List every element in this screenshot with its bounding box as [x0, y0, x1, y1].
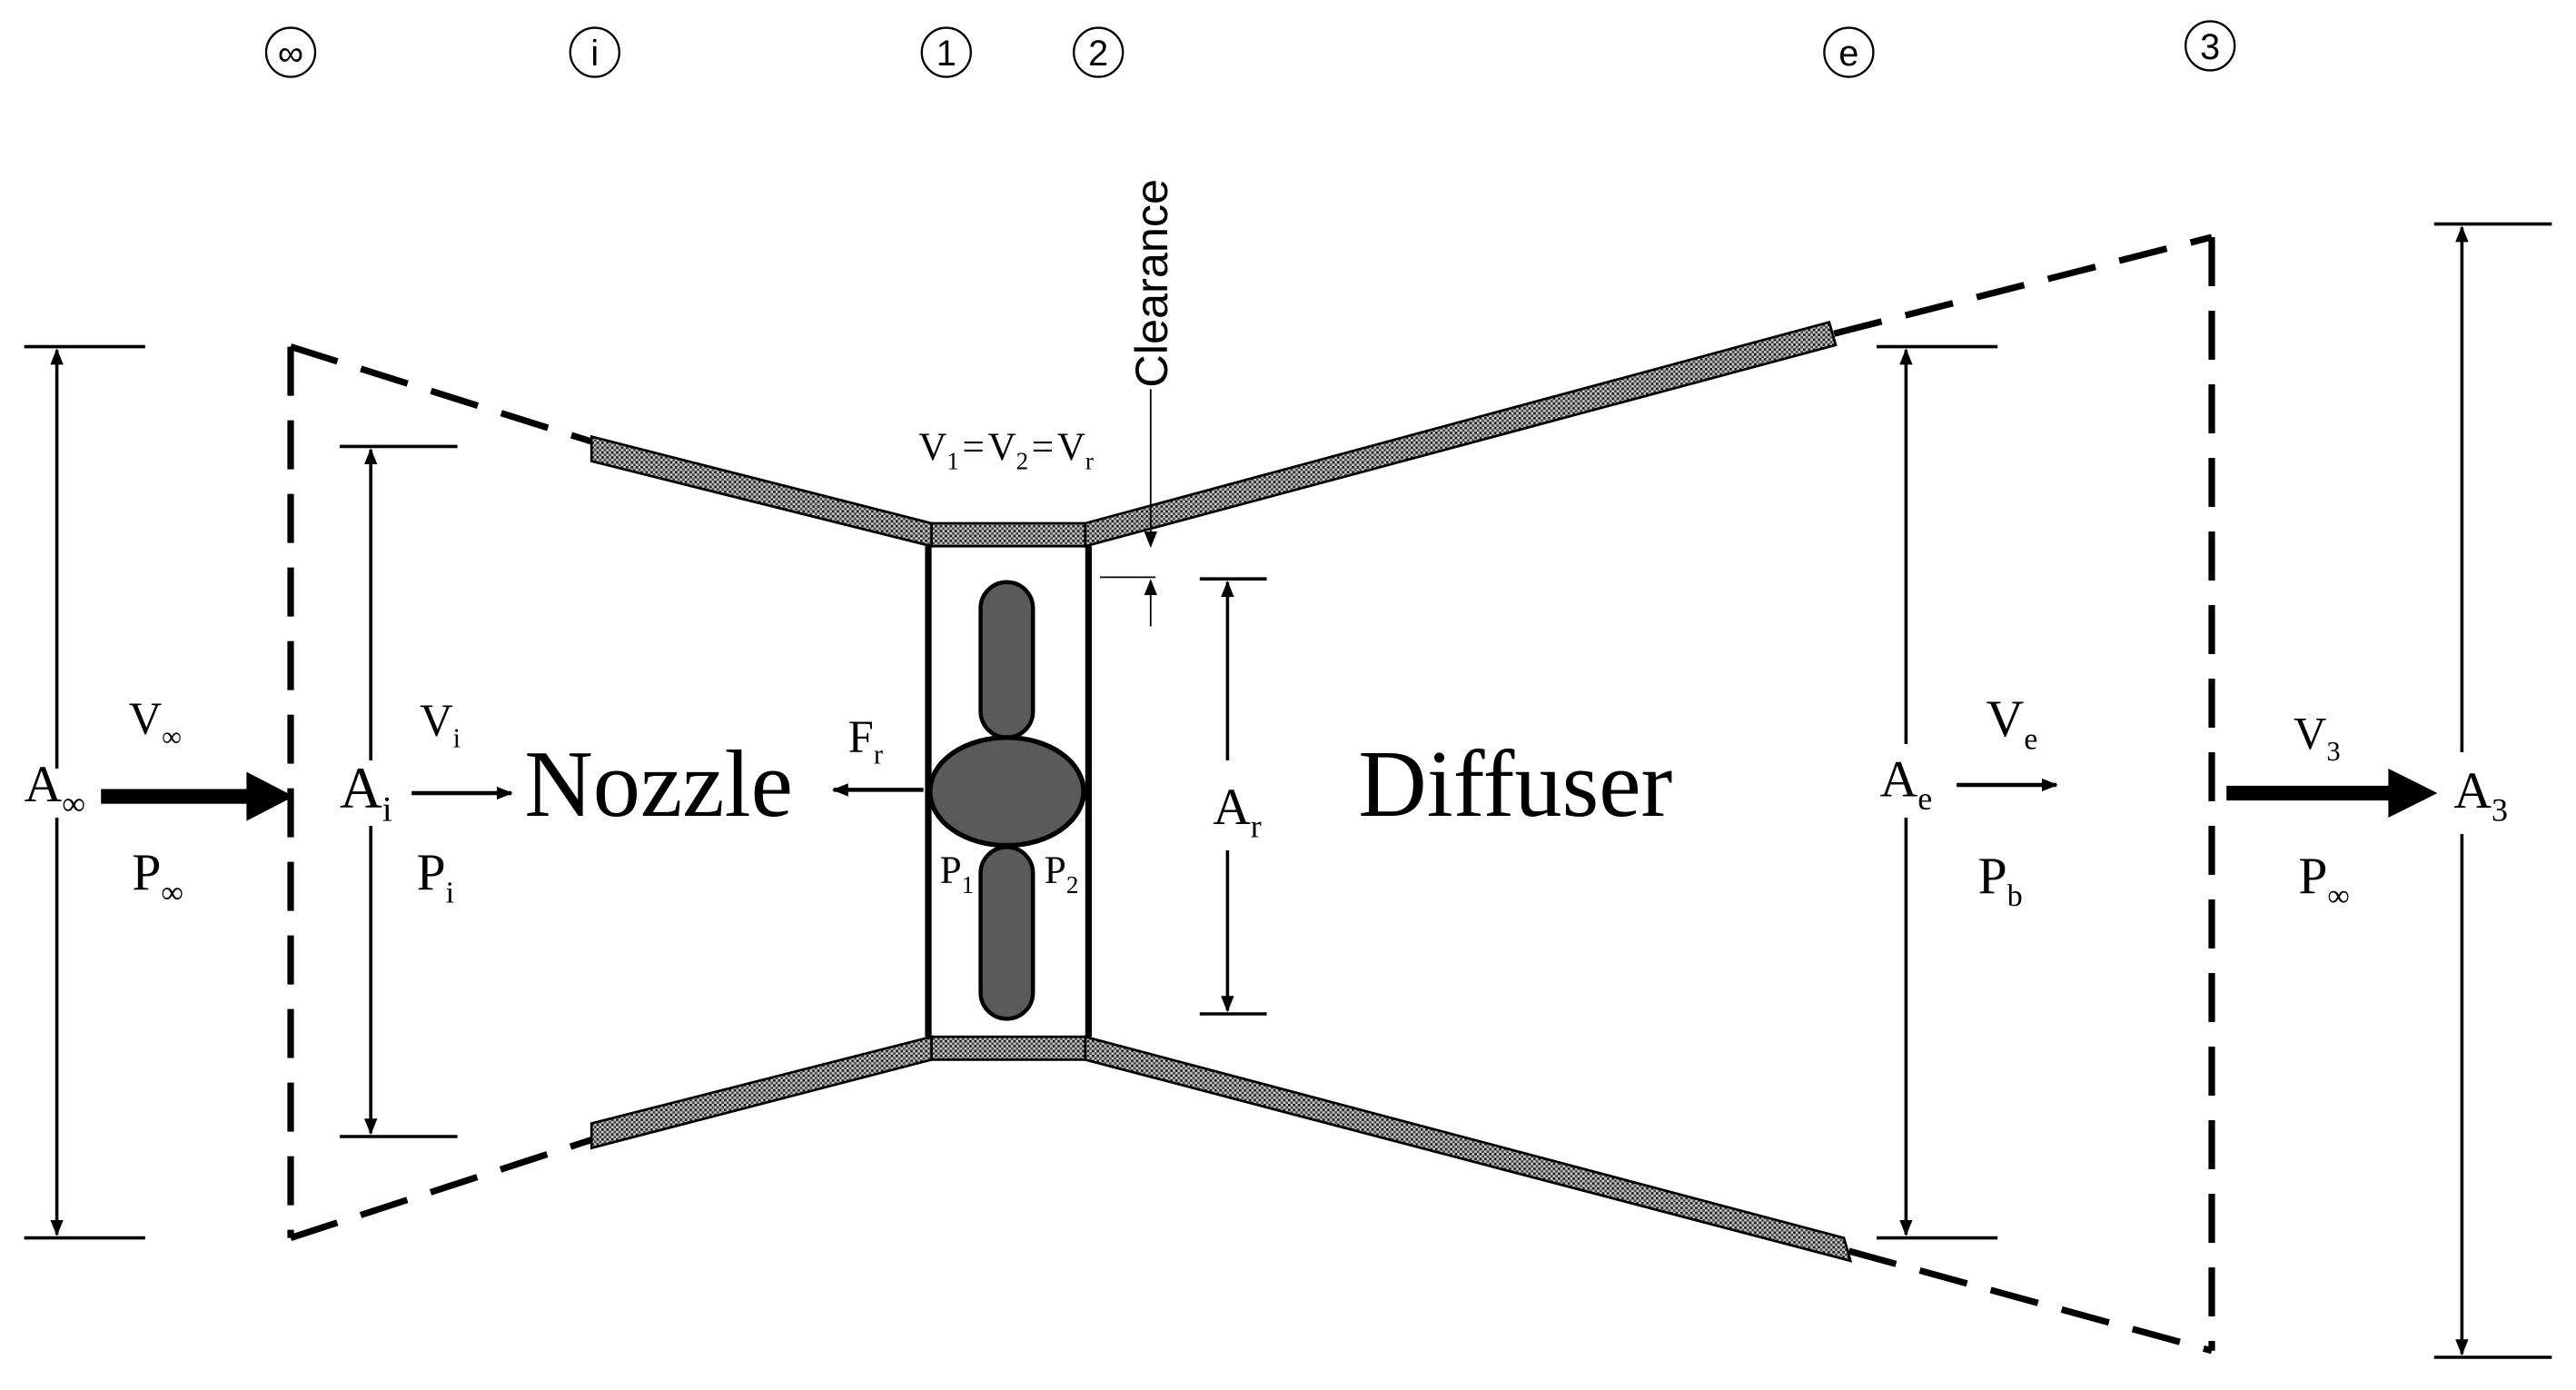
station-marker-i: i — [569, 26, 620, 78]
station-label-3: 3 — [2200, 27, 2220, 67]
a-e-label: Ae — [1880, 751, 1933, 817]
duct-walls — [590, 320, 1853, 1263]
upper-exit-streamline — [1833, 233, 2213, 337]
p-inf-outlet-label: P∞ — [2298, 848, 2349, 913]
clearance-label: Clearance — [1125, 179, 1177, 388]
rotor-hub — [927, 735, 1086, 849]
v-3-label: V3 — [2294, 708, 2341, 767]
nozzle-label: Nozzle — [524, 731, 793, 837]
diffuser-label: Diffuser — [1358, 731, 1672, 837]
station-label-2: 2 — [1088, 34, 1108, 74]
a-i-label: Ai — [340, 756, 392, 829]
station-markers: ∞ i 1 2 e 3 — [264, 20, 2236, 78]
f-r-label: Fr — [848, 711, 883, 770]
outflow-arrow-head — [2388, 769, 2438, 818]
upper-inlet-streamline — [289, 343, 593, 445]
nozzle-lower-wall — [590, 1035, 933, 1150]
v-inf-label: V∞ — [129, 693, 182, 752]
station-label-i: i — [590, 34, 599, 74]
p-i-label: Pi — [417, 844, 455, 909]
flow-arrows — [101, 769, 2438, 821]
a-inf-label: A∞ — [25, 756, 85, 821]
throat-lower-wall — [930, 1035, 1087, 1061]
station-label-1: 1 — [936, 34, 956, 74]
station-marker-3: 3 — [2185, 20, 2236, 72]
area-dimensions — [24, 222, 2552, 1359]
clearance-indicator: Clearance — [1100, 179, 1177, 627]
lower-exit-streamline — [1848, 1247, 2213, 1355]
a-r-label: Ar — [1213, 779, 1262, 844]
station-marker-inf: ∞ — [264, 26, 317, 78]
diffuser-lower-wall — [1084, 1035, 1853, 1263]
p-1-label: P1 — [940, 849, 975, 899]
nozzle-upper-wall — [590, 434, 933, 548]
throat-upper-wall — [930, 521, 1087, 548]
a-3-label: A3 — [2453, 762, 2508, 828]
lower-inlet-streamline — [289, 1137, 593, 1242]
station-marker-1: 1 — [920, 26, 972, 78]
diffuser-upper-wall — [1084, 320, 1838, 548]
v-e-label: Ve — [1986, 690, 2038, 756]
rotor-blade-lower — [978, 845, 1035, 1021]
station-marker-2: 2 — [1073, 26, 1125, 78]
velocity-equality-label: V1=V2=Vr — [918, 426, 1094, 475]
station-label-e: e — [1838, 34, 1858, 74]
station-marker-e: e — [1823, 26, 1875, 78]
stream-tube-boundaries — [287, 233, 2215, 1355]
p-2-label: P2 — [1045, 849, 1079, 899]
rotor-blade-upper — [978, 580, 1035, 740]
p-inf-inlet-label: P∞ — [132, 844, 183, 909]
inflow-arrow-head — [246, 771, 294, 821]
station-label-inf: ∞ — [278, 34, 303, 74]
rotor-section — [925, 546, 1093, 1038]
v-i-label: Vi — [420, 695, 461, 754]
p-b-label: Pb — [1978, 848, 2023, 913]
